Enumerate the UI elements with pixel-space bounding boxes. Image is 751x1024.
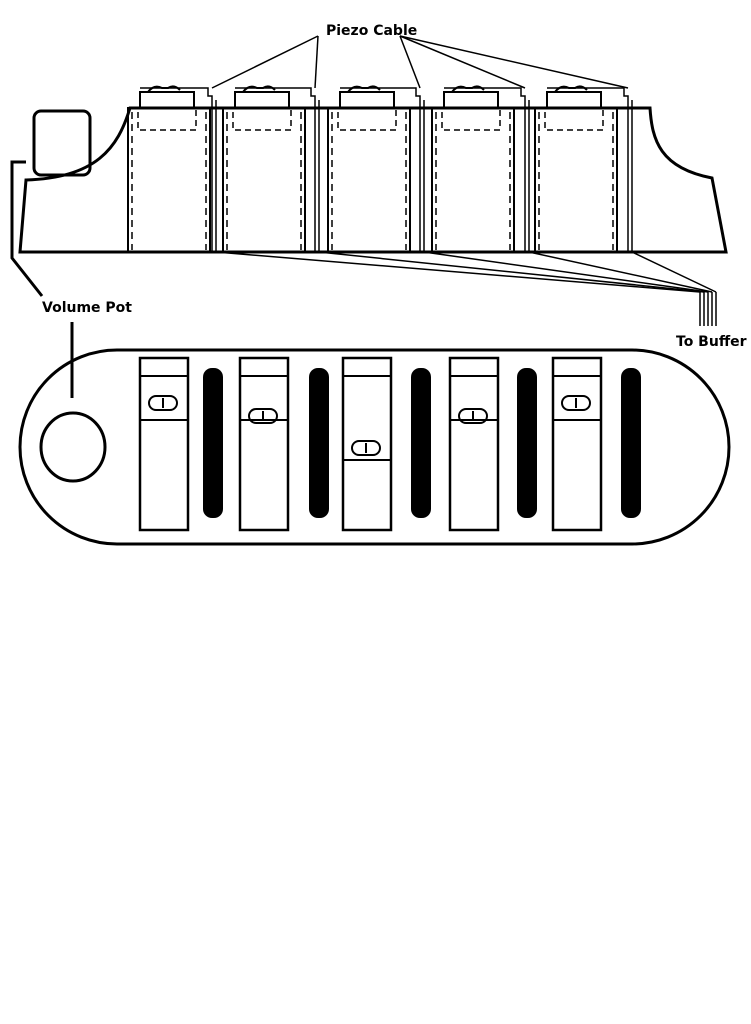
volume-pot-wire: [10, 160, 44, 297]
side-view-body: [18, 106, 728, 254]
piezo-block: [546, 91, 602, 109]
slider-outline: [448, 356, 500, 532]
slider-tab: [561, 395, 591, 411]
buffer-wire: [318, 251, 705, 293]
reed-slider-4: [448, 356, 500, 532]
piezo-dashed-pocket: [337, 107, 397, 131]
buffer-wire: [215, 251, 701, 293]
comb-divider-5: [621, 368, 641, 518]
buffer-wire: [631, 251, 717, 293]
comb-divider-1: [203, 368, 223, 518]
piezo-cable-label: Piezo Cable: [326, 23, 417, 39]
reed-slider-1: [138, 356, 190, 532]
piezo-cable: [547, 87, 629, 252]
piezo-cable-leaders: [211, 35, 629, 89]
reed-slider-5: [551, 356, 603, 532]
piezo-leader-line: [211, 35, 319, 89]
piezo-block: [234, 91, 290, 109]
slider-tab: [148, 395, 178, 411]
top-sliders: [138, 356, 603, 532]
to-buffer-label: To Buffer: [676, 334, 747, 350]
piezo-dashed-pocket: [137, 107, 197, 131]
side-slot-2: [222, 85, 320, 253]
piezo-leader-line: [399, 35, 421, 89]
top-dividers: [203, 368, 641, 518]
piezo-cable: [444, 87, 526, 252]
volume-pot-label: Volume Pot: [42, 300, 132, 316]
piezo-cable: [140, 87, 213, 252]
top-view: [18, 348, 731, 546]
slider-outline: [551, 356, 603, 532]
comb-divider-4: [517, 368, 537, 518]
slider-outline: [238, 356, 290, 532]
piezo-block: [139, 91, 195, 109]
buffer-wire: [423, 251, 709, 293]
side-slot-4: [431, 85, 530, 253]
top-view-body: [18, 348, 731, 546]
piezo-block: [443, 91, 499, 109]
side-slot-3: [327, 85, 425, 253]
comb-divider-3: [411, 368, 431, 518]
slider-outline: [138, 356, 190, 532]
piezo-cable: [235, 87, 316, 252]
comb-divider-2: [309, 368, 329, 518]
piezo-dashed-pocket: [544, 107, 604, 131]
slider-tab: [248, 408, 278, 424]
side-slots: [127, 85, 633, 253]
piezo-dashed-pocket: [441, 107, 501, 131]
slider-tab: [458, 408, 488, 424]
piezo-cable: [340, 87, 421, 252]
buffer-wires: [215, 251, 717, 326]
volume-pot-knob: [39, 411, 107, 483]
slider-outline: [341, 356, 393, 532]
side-slot-5: [534, 85, 633, 253]
piezo-leader-line: [399, 35, 526, 89]
volume-pot-side: [32, 109, 92, 177]
reed-slider-2: [238, 356, 290, 532]
piezo-dashed-pocket: [232, 107, 292, 131]
side-view: [10, 35, 728, 326]
side-slot-1: [127, 85, 217, 253]
piezo-leader-line: [314, 35, 319, 89]
piezo-block: [339, 91, 395, 109]
piezo-leader-line: [399, 35, 629, 89]
slider-tab: [351, 440, 381, 456]
reed-slider-3: [341, 356, 393, 532]
buffer-wire: [528, 251, 713, 293]
